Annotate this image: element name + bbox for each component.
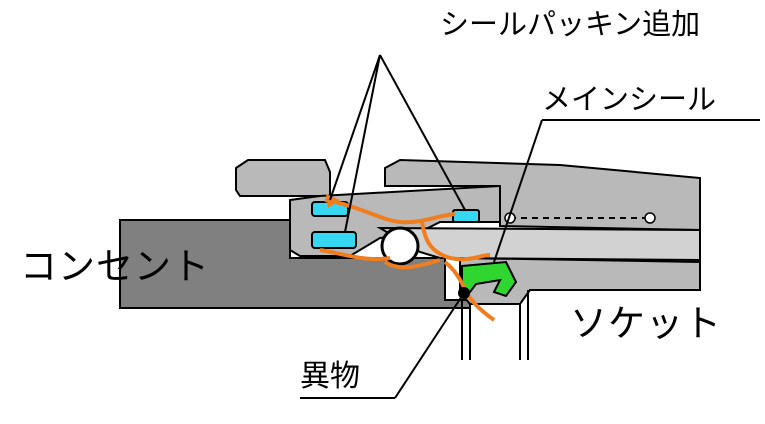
added-seal-lower-left <box>311 231 357 249</box>
leader-foreign-2 <box>394 295 463 399</box>
label-seal-packing-added: シールパッキン追加 <box>440 7 701 41</box>
leader-seal-3 <box>379 54 466 211</box>
label-outlet: コンセント <box>20 245 210 288</box>
foreign-matter-dot <box>458 287 470 299</box>
label-main-seal: メインシール <box>542 82 717 116</box>
label-foreign-matter: 異物 <box>300 359 360 394</box>
spring-end-right <box>644 212 656 224</box>
leader-seal-2 <box>344 54 381 233</box>
added-seal-right <box>452 209 480 223</box>
label-socket: ソケット <box>570 302 722 345</box>
leader-seal-1 <box>329 54 381 201</box>
flow-path-ball-bottom <box>383 258 441 270</box>
flow-path-center <box>420 221 491 262</box>
flow-path-lower-left <box>319 248 391 262</box>
leader-main-seal-2 <box>493 119 543 263</box>
outer-cap <box>235 159 331 197</box>
flow-arrow-head <box>326 194 340 208</box>
lock-ball <box>380 226 420 266</box>
